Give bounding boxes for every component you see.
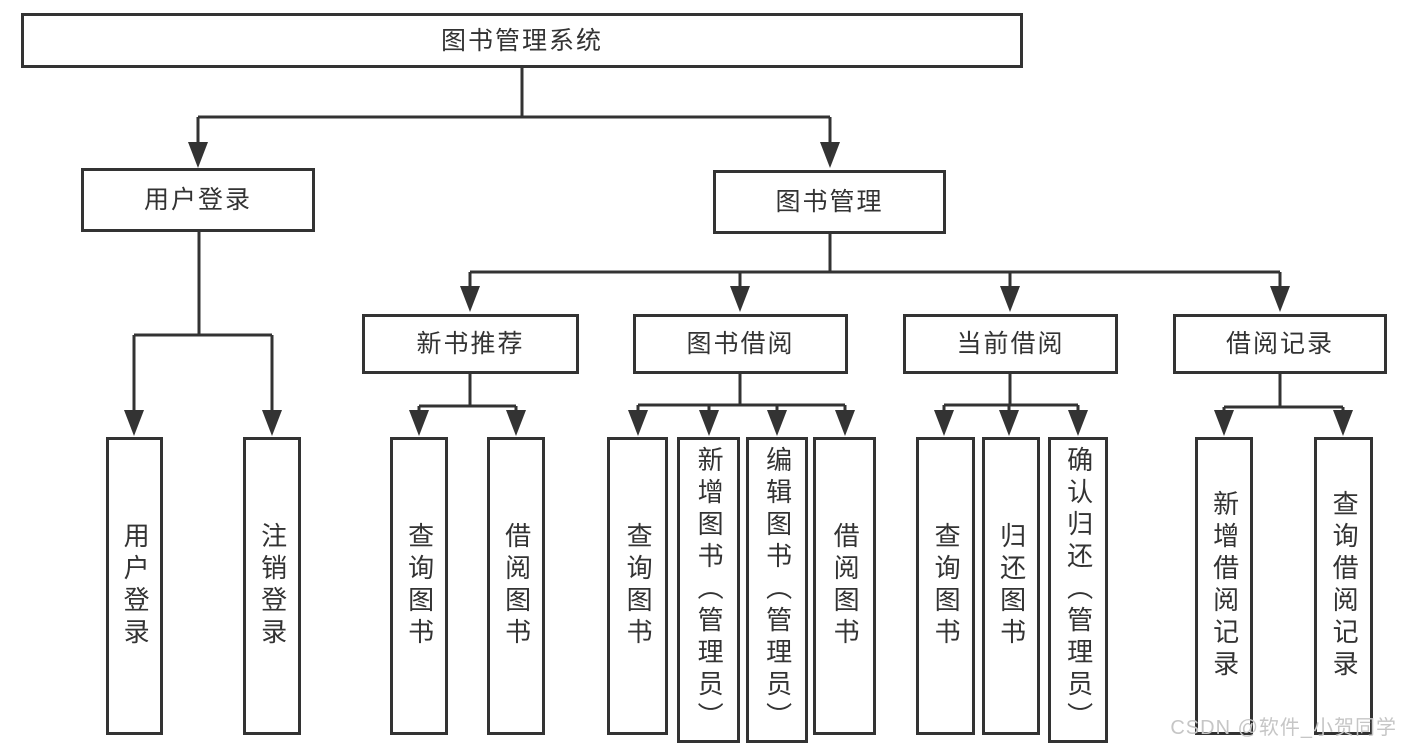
arrowhead-icon [1214,410,1234,436]
leaf-user-login: 用户登录 [106,437,163,735]
connector-root-rail [196,68,832,146]
leaf-add-borrow-record: 新增借阅记录 [1195,437,1253,735]
leaf-recommend-query-books: 查询图书 [390,437,448,735]
leaf-confirm-return-admin: 确认归还（管理员） [1048,437,1108,743]
node-library-system: 图书管理系统 [21,13,1023,68]
leaf-current-query-books: 查询图书 [916,437,975,735]
node-book-management: 图书管理 [713,170,946,234]
arrowhead-icon [506,410,526,436]
arrowhead-icon [1270,286,1290,312]
connector-records-rail [1222,374,1345,416]
arrowhead-icon [124,410,144,436]
connector-borrowing-rail [636,374,847,416]
arrowhead-icon [699,410,719,436]
leaf-add-book-admin: 新增图书（管理员） [677,437,740,743]
arrowhead-icon [1333,410,1353,436]
arrowhead-icon [262,410,282,436]
node-borrowing-records: 借阅记录 [1173,314,1387,374]
node-user-login: 用户登录 [81,168,315,232]
node-new-book-recommend: 新书推荐 [362,314,579,374]
leaf-edit-book-admin: 编辑图书（管理员） [746,437,808,743]
arrowhead-icon [409,410,429,436]
arrowhead-icon [820,142,840,168]
arrowhead-icon [460,286,480,312]
arrowhead-icon [730,286,750,312]
arrowhead-icon [934,410,954,436]
node-current-borrowing: 当前借阅 [903,314,1118,374]
arrowhead-icon [1068,410,1088,436]
leaf-query-borrow-record: 查询借阅记录 [1314,437,1373,735]
leaf-return-books: 归还图书 [982,437,1040,735]
node-book-borrowing: 图书借阅 [633,314,848,374]
leaf-borrowing-query-books: 查询图书 [607,437,668,735]
leaf-borrowing-borrow-books: 借阅图书 [813,437,876,735]
arrowhead-icon [999,410,1019,436]
connector-user-login-rail [132,232,274,414]
arrowhead-icon [188,142,208,168]
connector-current-rail [942,374,1080,416]
arrowhead-icon [767,410,787,436]
arrowhead-icon [1000,286,1020,312]
arrowhead-icon [628,410,648,436]
leaf-recommend-borrow-books: 借阅图书 [487,437,545,735]
connector-book-mgmt-rail [468,234,1282,290]
arrowhead-icon [835,410,855,436]
connector-recommend-rail [417,374,518,416]
leaf-logout: 注销登录 [243,437,301,735]
